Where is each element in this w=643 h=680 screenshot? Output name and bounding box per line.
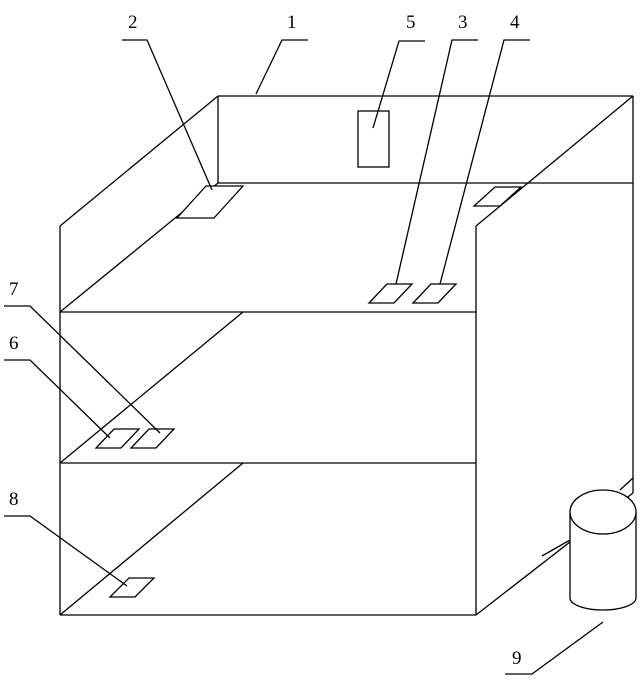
- leader-1: [256, 40, 308, 94]
- bottom-compartment: [60, 463, 243, 615]
- sensor-middle-right: [131, 429, 174, 448]
- label-6: 6: [9, 333, 19, 354]
- label-7: 7: [9, 279, 19, 300]
- leader-6: [4, 360, 110, 438]
- sensor-top-right-a: [369, 284, 412, 303]
- sensor-top-right-b: [413, 284, 456, 303]
- label-3: 3: [458, 12, 468, 33]
- label-2: 2: [128, 12, 138, 33]
- leader-4: [440, 40, 530, 284]
- leader-3: [396, 40, 478, 284]
- leader-7: [4, 306, 160, 433]
- container-top: [570, 490, 636, 534]
- sensor-bottom: [110, 578, 154, 597]
- sensor-top-rear: [474, 187, 521, 206]
- label-9: 9: [512, 648, 522, 669]
- leader-2: [122, 40, 212, 190]
- top-compartment: [60, 183, 633, 312]
- label-1: 1: [287, 12, 297, 33]
- labels: 1 2 5 3 4 7 6 8 9: [9, 12, 522, 669]
- sensor-middle-left: [96, 429, 139, 448]
- control-box: [358, 111, 389, 167]
- bottom-shelf-diagonal: [60, 463, 243, 615]
- label-4: 4: [510, 12, 520, 33]
- sensor-top-left: [177, 186, 243, 218]
- container: [570, 490, 636, 610]
- label-5: 5: [406, 12, 416, 33]
- cabinet: [60, 96, 633, 615]
- label-8: 8: [9, 489, 19, 510]
- leader-lines: [4, 40, 633, 674]
- container-link-upper: [620, 478, 633, 490]
